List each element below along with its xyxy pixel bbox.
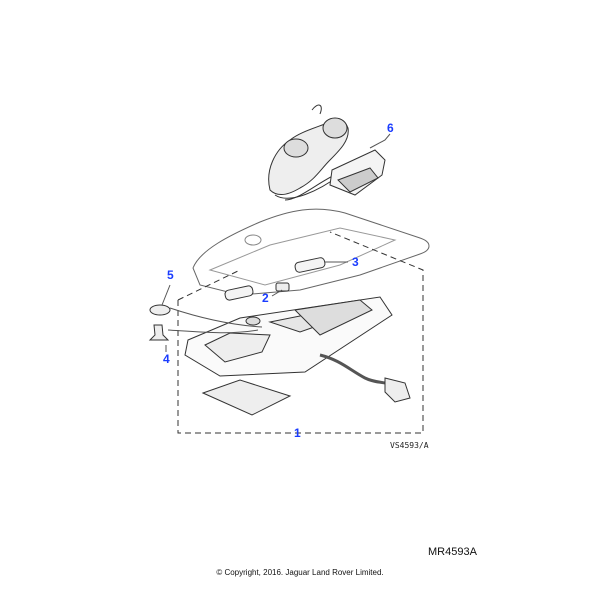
callout-5: 5 [167,268,174,282]
washer-part-5 [149,304,171,316]
callout-3: 3 [352,255,359,269]
headlining-panel [192,208,430,296]
assembly-boundary [177,231,424,434]
callout-6: 6 [387,121,394,135]
bulb-part-2 [275,282,290,292]
illustration-reference: VS4593/A [390,441,429,450]
lamp-lens [201,379,292,416]
bulb-part-3 [294,257,326,273]
screw-part-4 [148,324,170,341]
switch-pack-part-6 [268,104,391,201]
callout-2: 2 [262,291,269,305]
callout-1: 1 [294,426,301,440]
copyright-notice: © Copyright, 2016. Jaguar Land Rover Lim… [216,568,384,577]
callout-4: 4 [163,352,170,366]
diagram-code: MR4593A [428,546,477,558]
